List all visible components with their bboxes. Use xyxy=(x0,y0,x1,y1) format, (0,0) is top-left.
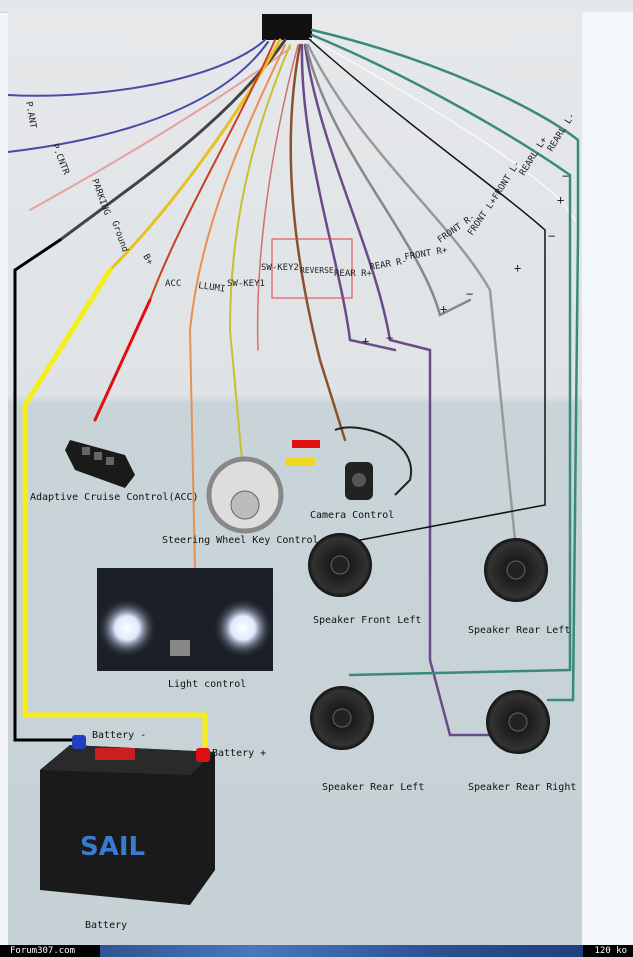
caption-steering: Steering Wheel Key Control xyxy=(162,535,319,546)
plus-sign: + xyxy=(362,334,369,348)
label-p-ant: P.ANT xyxy=(23,101,38,130)
key-fob-image xyxy=(65,440,135,488)
label-llumi: LLUMI xyxy=(198,281,226,295)
speaker-front-left-image xyxy=(308,533,372,597)
caption-acc: Adaptive Cruise Control(ACC) xyxy=(30,492,199,503)
status-bar: Forum307.com 120 ko xyxy=(0,945,633,957)
caption-battery: Battery xyxy=(85,920,127,931)
minus-sign: − xyxy=(466,287,473,301)
battery-image: SAIL xyxy=(40,735,215,905)
wiring-diagram-image: P.ANT P.CNTR PARKING Ground B+ ACC LLUMI… xyxy=(8,12,582,945)
caption-camera: Camera Control xyxy=(310,510,394,521)
label-rear-r-plus: REAR R+ xyxy=(334,269,373,279)
highlight-box xyxy=(271,238,353,299)
label-sw-key1: SW-KEY1 xyxy=(227,279,265,289)
plus-sign: + xyxy=(557,193,564,207)
minus-sign: − xyxy=(562,169,569,183)
label-acc: ACC xyxy=(165,279,181,289)
speaker-rear-right-image xyxy=(486,690,550,754)
polarity-marks: + − + − + − + − xyxy=(362,169,569,348)
caption-speaker-front-left: Speaker Front Left xyxy=(313,615,421,626)
wires xyxy=(8,28,580,751)
plus-sign: + xyxy=(440,302,447,316)
caption-speaker-rear-left: Speaker Rear Left xyxy=(468,625,570,636)
battery-brand: SAIL xyxy=(80,832,145,862)
plus-sign: + xyxy=(514,261,521,275)
caption-battery-plus: Battery + xyxy=(212,748,266,759)
wiring-diagram: P.ANT P.CNTR PARKING Ground B+ ACC LLUMI… xyxy=(8,12,582,945)
camera-image xyxy=(285,426,413,500)
right-pane xyxy=(582,12,633,945)
harness-connector xyxy=(262,14,312,40)
caption-battery-minus: Battery - xyxy=(92,730,146,741)
caption-speaker-rear-right: Speaker Rear Right xyxy=(468,782,576,793)
speaker-rear-left-image xyxy=(484,538,548,602)
minus-sign: − xyxy=(548,229,555,243)
label-sw-key2: SW-KEY2 xyxy=(261,263,299,273)
label-reverse: REVERSE xyxy=(300,266,334,275)
status-site: Forum307.com xyxy=(0,945,100,957)
caption-light: Light control xyxy=(168,679,246,690)
minus-sign: − xyxy=(386,331,393,345)
status-size: 120 ko xyxy=(583,945,633,957)
headlights-image xyxy=(97,568,273,671)
steering-wheel-image xyxy=(206,456,284,534)
speaker-rear-left-image xyxy=(310,686,374,750)
label-b-plus: B+ xyxy=(140,253,154,268)
caption-speaker-rear-left: Speaker Rear Left xyxy=(322,782,424,793)
